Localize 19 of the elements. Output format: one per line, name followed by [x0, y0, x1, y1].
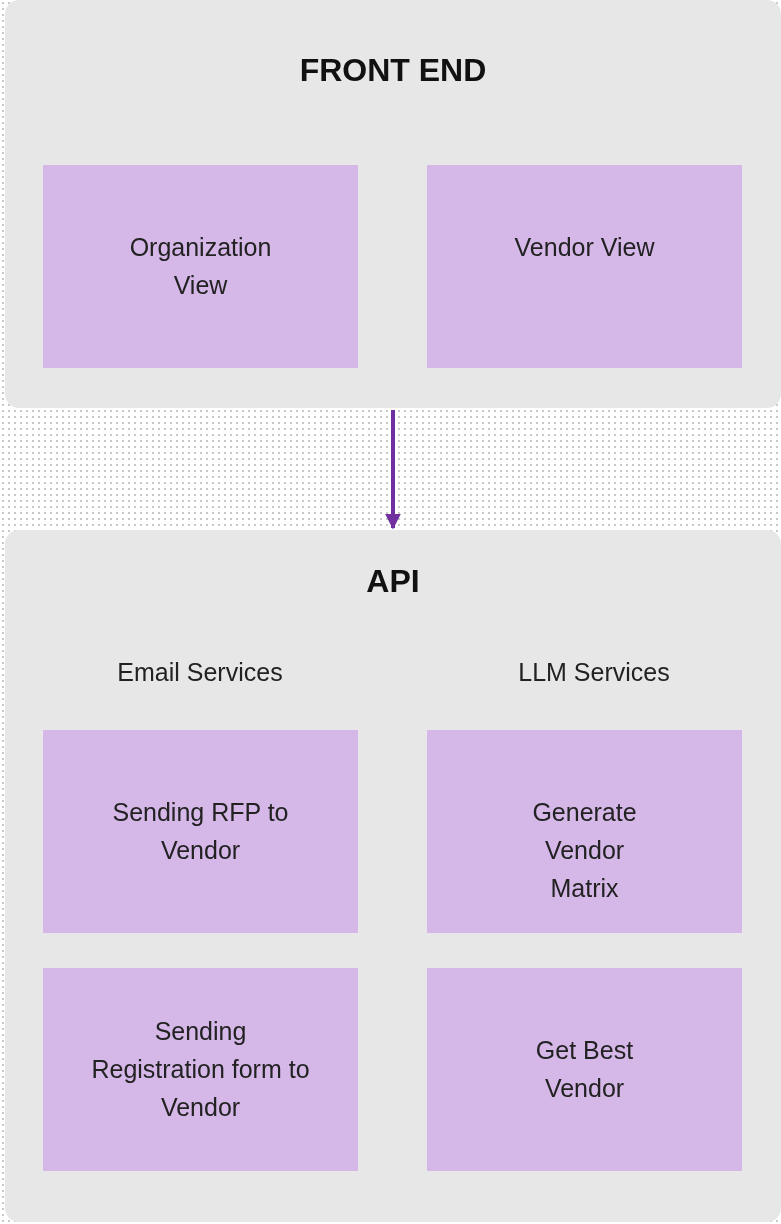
component-label: Sending RFP to Vendor: [111, 797, 290, 866]
group-title: FRONT END: [298, 52, 488, 89]
component-box: [427, 968, 742, 1171]
component-label: Sending Registration form to Vendor: [90, 1016, 311, 1123]
component-box: [43, 165, 358, 368]
component-label: Get Best Vendor: [534, 1035, 635, 1104]
component-box: [43, 730, 358, 933]
group-panel: [5, 0, 781, 408]
group-title: API: [365, 563, 421, 600]
group-panel: [5, 530, 781, 1222]
section-heading: Email Services: [117, 658, 283, 687]
arrow: [385, 410, 401, 530]
component-label: Organization View: [128, 232, 273, 301]
component-label: Generate Vendor Matrix: [531, 797, 638, 904]
section-heading: LLM Services: [518, 658, 670, 687]
component-box: [427, 165, 742, 368]
component-box: [43, 968, 358, 1171]
component-box: [427, 730, 742, 933]
component-label: Vendor View: [513, 232, 656, 263]
